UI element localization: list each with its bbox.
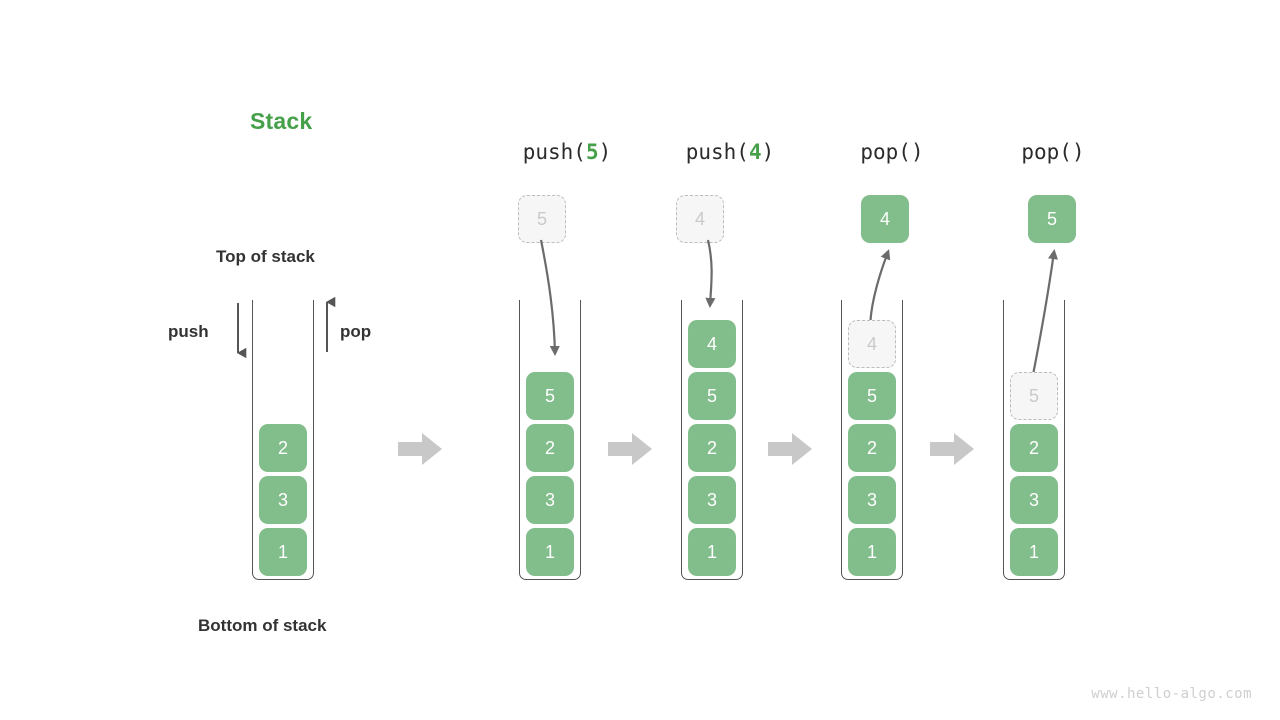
push-motion-arrow (705, 239, 716, 309)
op-suffix: ) (761, 140, 775, 164)
bottom-of-stack-label: Bottom of stack (198, 616, 327, 635)
stack-cell: 3 (259, 476, 307, 524)
op-prefix: pop( (1021, 140, 1072, 164)
flow-arrow-icon (930, 433, 974, 465)
page-title: Stack (250, 108, 313, 134)
watermark: www.hello-algo.com (1091, 686, 1252, 702)
stack-frame (1003, 300, 1065, 580)
push-pop-arrows (236, 296, 336, 359)
push-motion-arrow (539, 239, 560, 357)
op-suffix: ) (910, 140, 924, 164)
stack-cell: 2 (526, 424, 574, 472)
stack-cell: 4 (688, 320, 736, 368)
flow-arrow-icon (768, 433, 812, 465)
op-prefix: push( (522, 140, 586, 164)
popped-element: 4 (861, 195, 909, 243)
stack-cell: 2 (1010, 424, 1058, 472)
stack-cell: 3 (688, 476, 736, 524)
operation-header-push-5: push(5) (477, 140, 657, 164)
stack-frame (841, 300, 903, 580)
stack-frame (681, 300, 743, 580)
stack-cell: 3 (526, 476, 574, 524)
stack-cell: 3 (1010, 476, 1058, 524)
stack-cell: 1 (688, 528, 736, 576)
stack-cell-removed: 5 (1010, 372, 1058, 420)
op-prefix: pop( (860, 140, 911, 164)
stack-cell: 5 (848, 372, 896, 420)
op-value: 5 (585, 140, 599, 164)
popped-element: 5 (1028, 195, 1076, 243)
flow-arrow-icon (398, 433, 442, 465)
stack-cell: 1 (1010, 528, 1058, 576)
stack-cell: 2 (848, 424, 896, 472)
op-prefix: push( (685, 140, 749, 164)
stack-frame (252, 300, 314, 580)
op-suffix: ) (1071, 140, 1085, 164)
top-of-stack-label: Top of stack (216, 247, 315, 266)
operation-header-pop-1: pop() (802, 140, 982, 164)
stack-cell: 1 (848, 528, 896, 576)
stack-cell: 2 (688, 424, 736, 472)
push-label: push (168, 322, 209, 341)
op-suffix: ) (598, 140, 612, 164)
stack-cell: 5 (688, 372, 736, 420)
stack-cell: 3 (848, 476, 896, 524)
stack-cell: 1 (259, 528, 307, 576)
stack-cell: 2 (259, 424, 307, 472)
pending-element: 4 (676, 195, 724, 243)
flow-arrow-icon (608, 433, 652, 465)
op-value: 4 (748, 140, 762, 164)
stack-frame (519, 300, 581, 580)
operation-header-pop-2: pop() (963, 140, 1143, 164)
operation-header-push-4: push(4) (640, 140, 820, 164)
stack-cell: 1 (526, 528, 574, 576)
stack-cell: 5 (526, 372, 574, 420)
pop-label: pop (340, 322, 372, 341)
stack-cell-removed: 4 (848, 320, 896, 368)
